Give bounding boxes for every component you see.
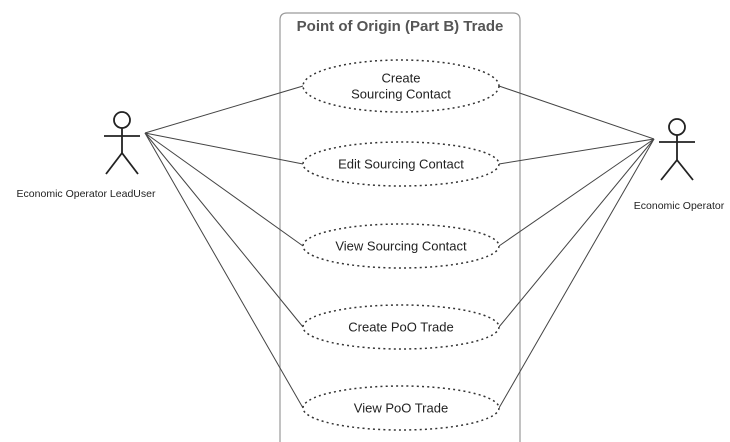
actor-economic-operator-leaduser: Economic Operator LeadUser	[17, 111, 156, 200]
associations	[144, 85, 655, 409]
association-line	[498, 138, 655, 409]
actor-name: Economic Operator LeadUser	[17, 188, 156, 200]
use-case-create-poo-trade: Create PoO Trade	[302, 304, 500, 350]
association-line	[144, 132, 304, 165]
use-case-label: View PoO Trade	[354, 401, 448, 416]
actor-name: Economic Operator	[634, 200, 725, 212]
use-case-label: Edit Sourcing Contact	[338, 157, 464, 172]
system-boundary-title: Point of Origin (Part B) Trade	[297, 18, 504, 35]
use-case-label: View Sourcing Contact	[335, 239, 467, 254]
association-line	[144, 132, 304, 247]
use-case-ellipse	[302, 141, 500, 187]
association-line	[144, 85, 304, 134]
use-case-label: Create	[381, 71, 420, 86]
use-case-label: Create PoO Trade	[348, 320, 454, 335]
association-line	[498, 138, 655, 328]
association-line	[144, 132, 304, 409]
use-case-ellipse	[302, 223, 500, 269]
stick-figure-icon	[659, 118, 695, 181]
stick-figure-icon	[104, 111, 140, 175]
use-case-ellipse	[302, 304, 500, 350]
use-case-view-sourcing-contact: View Sourcing Contact	[302, 223, 500, 269]
association-line	[498, 138, 655, 165]
use-case-edit-sourcing-contact: Edit Sourcing Contact	[302, 141, 500, 187]
association-line	[498, 138, 655, 247]
actor-economic-operator: Economic Operator	[634, 118, 725, 212]
association-line	[144, 132, 304, 328]
use-case-view-poo-trade: View PoO Trade	[302, 385, 500, 431]
use-case-label: Sourcing Contact	[351, 87, 451, 102]
association-line	[498, 85, 655, 140]
use-case-ellipse	[302, 385, 500, 431]
use-case-ellipse	[302, 59, 500, 113]
